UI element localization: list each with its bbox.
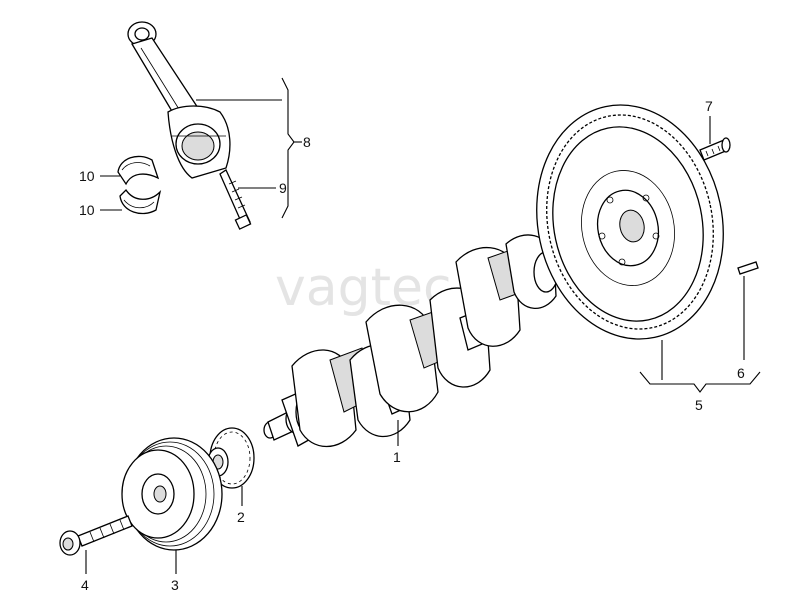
- callout-1: 1: [393, 449, 401, 465]
- crank-pulley: [121, 437, 223, 551]
- callout-10-lower: 10: [79, 202, 95, 218]
- crankshaft: [263, 234, 559, 447]
- dowel-pin: [737, 261, 759, 275]
- flywheel: [536, 104, 724, 340]
- flywheel-bolt: [699, 137, 731, 161]
- callout-2: 2: [237, 509, 245, 525]
- connecting-rod: [127, 21, 252, 230]
- callout-8: 8: [303, 134, 311, 150]
- bearing-shell-lower: [119, 188, 162, 215]
- callouts: 8 9 10 10 7 6 5 1 2 3 4: [79, 98, 745, 593]
- callout-3: 3: [171, 577, 179, 593]
- leader-lines: [85, 77, 761, 574]
- callout-9: 9: [279, 180, 287, 196]
- pulley-bolt: [59, 515, 133, 556]
- callout-6: 6: [737, 365, 745, 381]
- bearing-shell-upper: [117, 155, 160, 186]
- callout-10-upper: 10: [79, 168, 95, 184]
- callout-5: 5: [695, 397, 703, 413]
- callout-4: 4: [81, 577, 89, 593]
- callout-7: 7: [705, 98, 713, 114]
